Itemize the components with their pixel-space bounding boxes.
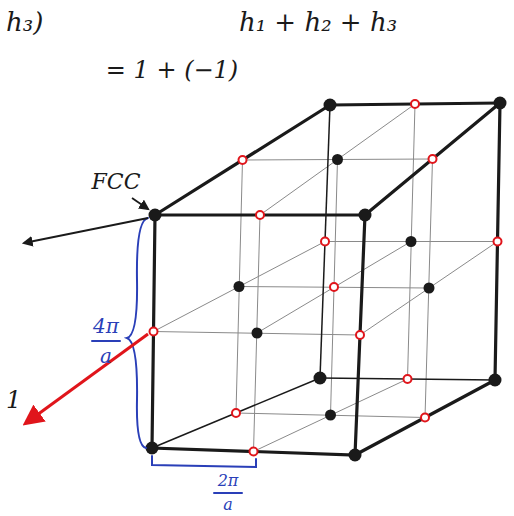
dimension-numerator: 4π xyxy=(91,315,121,337)
dimension-denominator: a xyxy=(98,345,114,367)
pointer-arrow xyxy=(132,198,148,209)
cube-edges xyxy=(152,103,500,455)
red-arrow xyxy=(26,334,148,423)
red-lattice-points xyxy=(150,100,502,456)
dimension-denominator: a xyxy=(221,496,235,514)
axis-number: 1 xyxy=(4,387,23,413)
axis-arrow xyxy=(24,218,148,243)
lattice-type: FCC xyxy=(90,170,143,194)
grid-lines xyxy=(154,104,498,452)
formula-value: = 1 + (−1) xyxy=(104,57,240,83)
formula-sum: h₁ + h₂ + h₃ xyxy=(237,8,399,37)
hidden-edges xyxy=(152,105,495,448)
fcc-lattice-points xyxy=(146,97,507,462)
dimension-numerator: 2π xyxy=(216,472,241,490)
formula-fragment: h₃) xyxy=(4,8,45,37)
